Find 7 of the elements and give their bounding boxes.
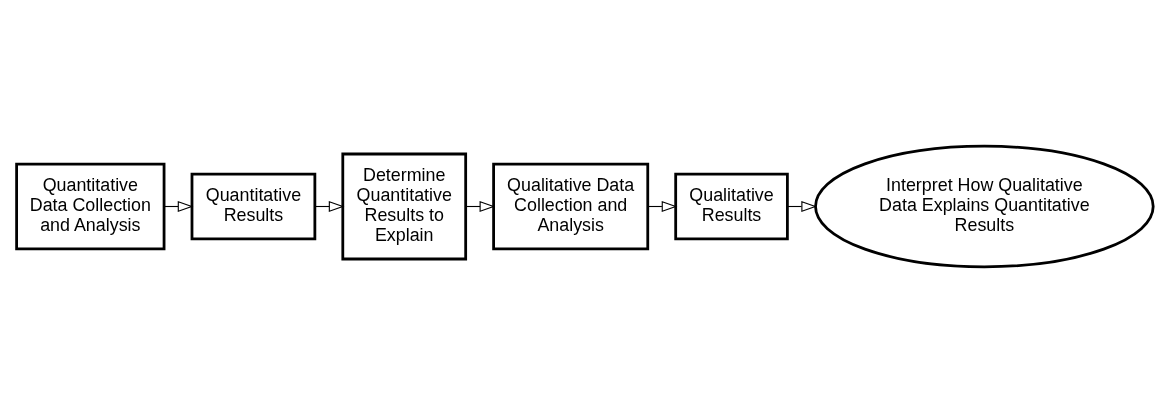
node-box: Qualitative Results xyxy=(674,172,789,240)
node-box: Qualitative Data Collection and Analysis xyxy=(492,162,650,250)
node-box: Quantitative Data Collection and Analysis xyxy=(15,162,166,250)
node-box: Determine Quantitative Results to Explain xyxy=(341,152,468,260)
node-box: Quantitative Results xyxy=(190,172,317,240)
arrow xyxy=(163,200,194,212)
node-ellipse: Interpret How Qualitative Data Explains Quantitative Results xyxy=(814,144,1155,268)
